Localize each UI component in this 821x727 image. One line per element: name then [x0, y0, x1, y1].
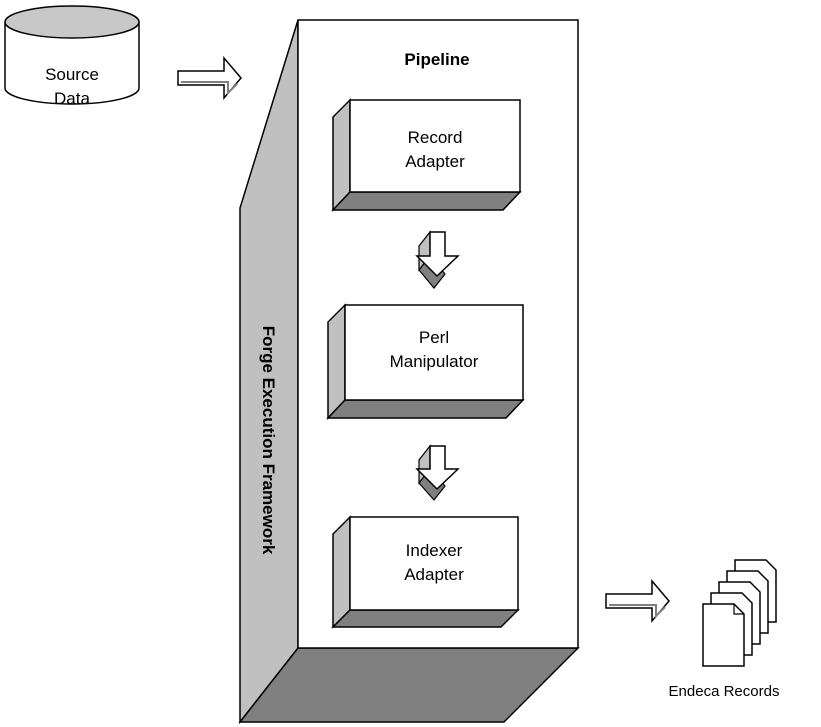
record-adapter-label-line2: Adapter [405, 152, 465, 171]
endeca-records-stack: Endeca Records [669, 559, 780, 700]
record-adapter-label-line1: Record [408, 128, 463, 147]
output-flow-arrow [605, 578, 670, 624]
flow-arrow-down-2 [415, 444, 460, 501]
input-flow-arrow [177, 55, 242, 101]
framework-label: Forge Execution Framework [259, 326, 278, 555]
source-data-cylinder: Source Data [4, 5, 140, 108]
perl-manipulator-box: Perl Manipulator [326, 303, 525, 420]
endeca-records-label: Endeca Records [669, 683, 780, 700]
source-data-label-line2: Data [54, 89, 90, 108]
record-adapter-box: Record Adapter [331, 98, 522, 212]
indexer-adapter-box: Indexer Adapter [331, 515, 520, 629]
indexer-adapter-label-line1: Indexer [406, 541, 463, 560]
output-flow-arrow-shadow [609, 604, 666, 619]
flow-arrow-down-1 [415, 230, 460, 289]
source-data-label-line1: Source [45, 65, 99, 84]
perl-manipulator-label-line2: Manipulator [390, 352, 479, 371]
indexer-adapter-label-line2: Adapter [404, 565, 464, 584]
pipeline-title: Pipeline [404, 50, 469, 69]
input-flow-arrow-shadow [181, 81, 238, 96]
perl-manipulator-label-line1: Perl [419, 328, 449, 347]
